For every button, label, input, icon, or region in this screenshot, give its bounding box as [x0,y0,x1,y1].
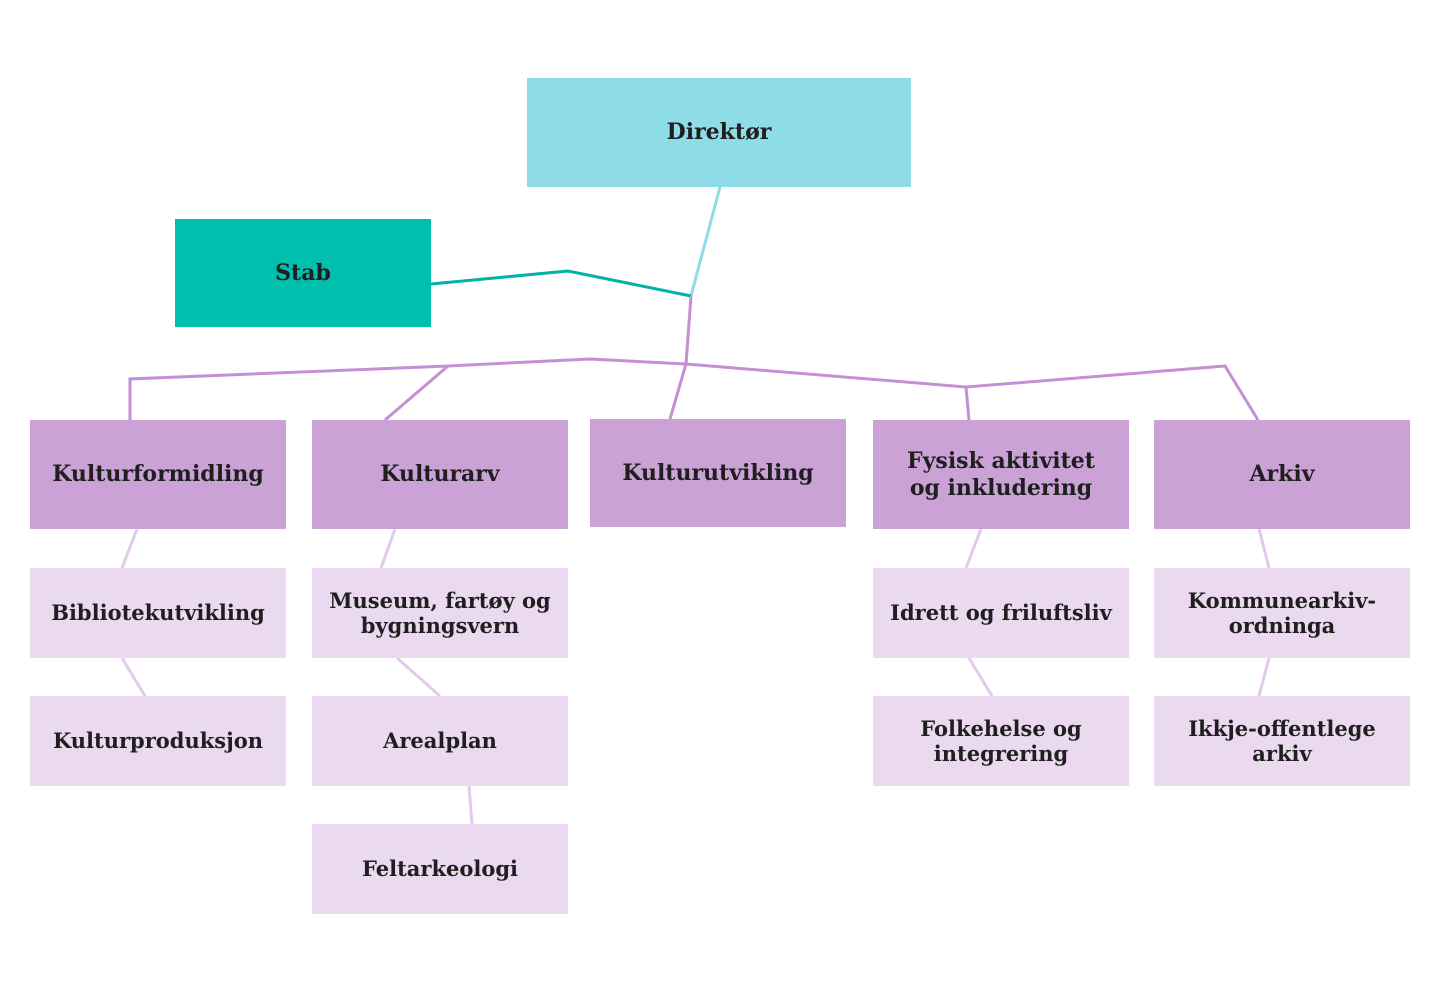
connector-unit [120,528,139,569]
unit-label: Bibliotekutvikling [51,600,265,626]
department-label: Fysisk aktivitet og inkludering [907,448,1095,501]
connector-kulturutvikling [668,363,688,420]
connector-unit [1257,528,1271,569]
department-label: Arkiv [1249,461,1315,488]
unit-label: Arealplan [383,728,497,754]
director-box: Direktør [527,78,911,187]
unit-arealplan: Arealplan [312,696,568,786]
unit-kommunearkiv: Kommunearkiv-ordninga [1154,568,1410,658]
department-fysisk-aktivitet: Fysisk aktivitet og inkludering [873,420,1129,529]
unit-label: Feltarkeologi [361,856,519,882]
connector-department-bus [128,357,1260,421]
connector-unit [396,656,441,698]
connector-director [689,186,722,297]
department-arkiv: Arkiv [1154,420,1410,529]
department-kulturutvikling: Kulturutvikling [590,419,846,527]
connector-unit [967,657,994,697]
unit-label: Kommunearkiv-ordninga [1187,587,1377,638]
unit-label: Ikkje-offentlege arkiv [1188,715,1376,766]
unit-bibliotekutvikling: Bibliotekutvikling [30,568,286,658]
unit-kulturproduksjon: Kulturproduksjon [30,696,286,786]
unit-label: Folkehelse og integrering [920,715,1082,766]
unit-museum: Museum, fartøy og bygningsvern [312,568,568,658]
unit-label: Idrett og friluftsliv [890,600,1112,626]
connector-unit [964,528,983,569]
unit-label: Kulturproduksjon [52,728,264,754]
connector-kulturarv [384,364,449,422]
unit-folkehelse: Folkehelse og integrering [873,696,1129,786]
connector-unit [1257,657,1271,697]
unit-label: Museum, fartøy og bygningsvern [329,587,551,638]
connector-stab [430,269,692,298]
connector-fysisk [964,386,971,421]
stab-box: Stab [175,219,431,327]
unit-ikkje-offentlege: Ikkje-offentlege arkiv [1154,696,1410,786]
connector-unit [379,528,397,569]
stab-label: Stab [275,259,331,286]
department-label: Kulturarv [380,461,500,488]
unit-idrett: Idrett og friluftsliv [873,568,1129,658]
department-label: Kulturformidling [52,461,264,488]
department-kulturformidling: Kulturformidling [30,420,286,529]
department-kulturarv: Kulturarv [312,420,568,529]
unit-feltarkeologi: Feltarkeologi [312,824,568,914]
department-label: Kulturutvikling [622,459,814,486]
connector-unit [467,785,474,825]
connector-trunk [684,295,693,365]
connector-unit [120,657,147,697]
director-label: Direktør [666,119,772,146]
